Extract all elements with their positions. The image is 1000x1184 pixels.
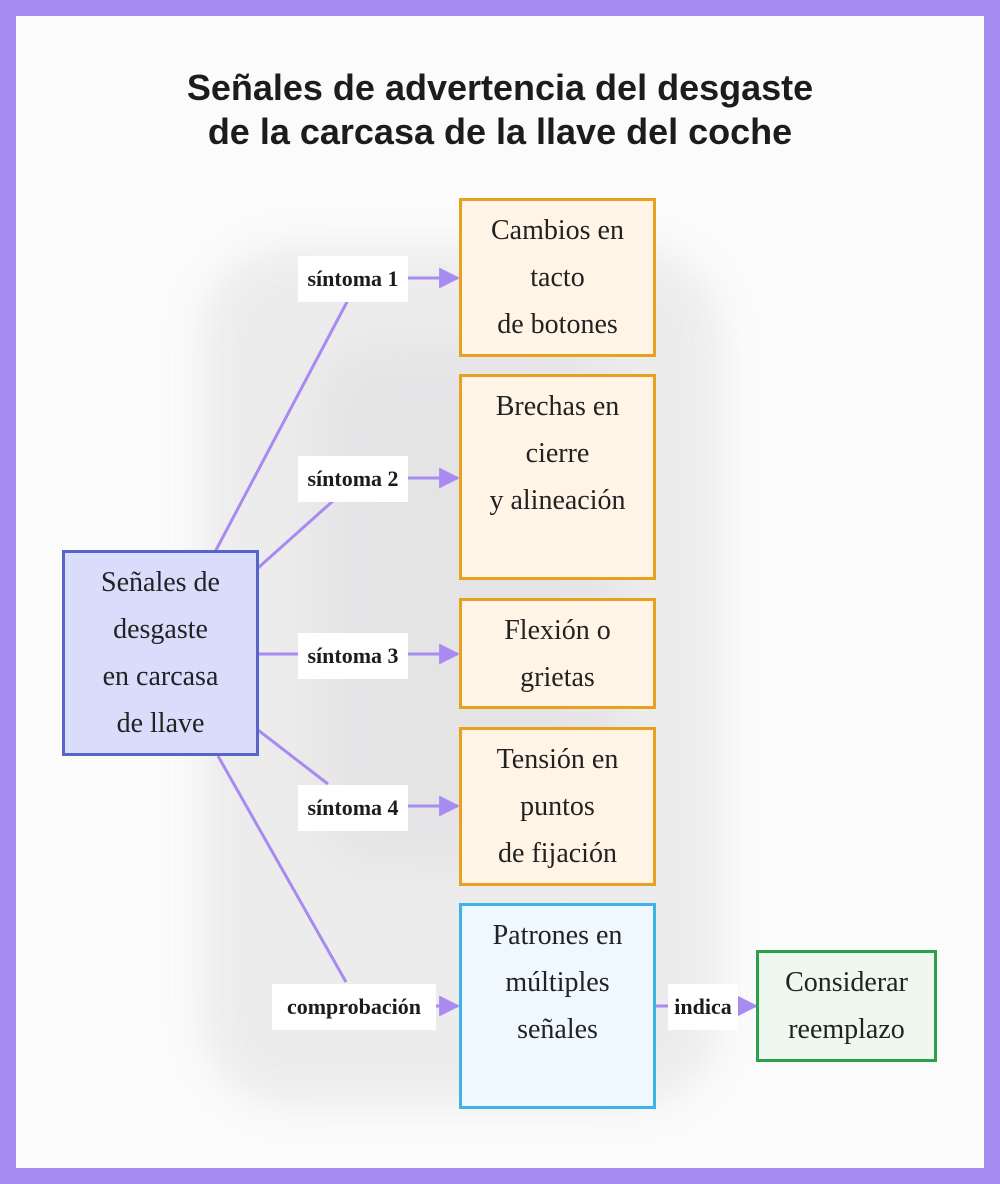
- title-line-1: Señales de advertencia del desgaste: [186, 67, 814, 108]
- node-symptom-2: Brechas en cierre y alineación: [459, 374, 656, 580]
- node-patterns: Patrones en múltiples señales: [459, 903, 656, 1109]
- edge-label-symptom-2: síntoma 2: [298, 456, 408, 502]
- edge-label-symptom-1: síntoma 1: [298, 256, 408, 302]
- edge-label-symptom-4: síntoma 4: [298, 785, 408, 831]
- node-symptom-3-text: Flexión o grietas: [504, 615, 611, 693]
- edge-line-5a: [216, 755, 348, 983]
- title-line-2: de la carcasa de la llave del coche: [207, 111, 793, 152]
- node-replace: Considerar reemplazo: [756, 950, 937, 1062]
- node-symptom-1-text: Cambios en tacto de botones: [491, 215, 624, 340]
- edge-label-check: comprobación: [272, 984, 436, 1030]
- edge-label-symptom-3: síntoma 3: [298, 633, 408, 679]
- edge-line-4a: [257, 728, 329, 786]
- node-symptom-2-text: Brechas en cierre y alineación: [489, 391, 626, 516]
- edge-label-indicates: indica: [668, 984, 738, 1030]
- node-symptom-4-text: Tensión en puntos de fijación: [496, 744, 619, 869]
- page-title: Señales de advertencia del desgaste de l…: [0, 66, 1000, 154]
- node-patterns-text: Patrones en múltiples señales: [492, 920, 623, 1045]
- edge-line-2a: [256, 498, 336, 570]
- node-symptom-4: Tensión en puntos de fijación: [459, 727, 656, 886]
- node-center: Señales de desgaste en carcasa de llave: [62, 550, 259, 756]
- node-center-text: Señales de desgaste en carcasa de llave: [101, 567, 220, 739]
- node-symptom-1: Cambios en tacto de botones: [459, 198, 656, 357]
- node-symptom-3: Flexión o grietas: [459, 598, 656, 709]
- edge-line-1a: [213, 299, 350, 553]
- node-replace-text: Considerar reemplazo: [785, 967, 908, 1045]
